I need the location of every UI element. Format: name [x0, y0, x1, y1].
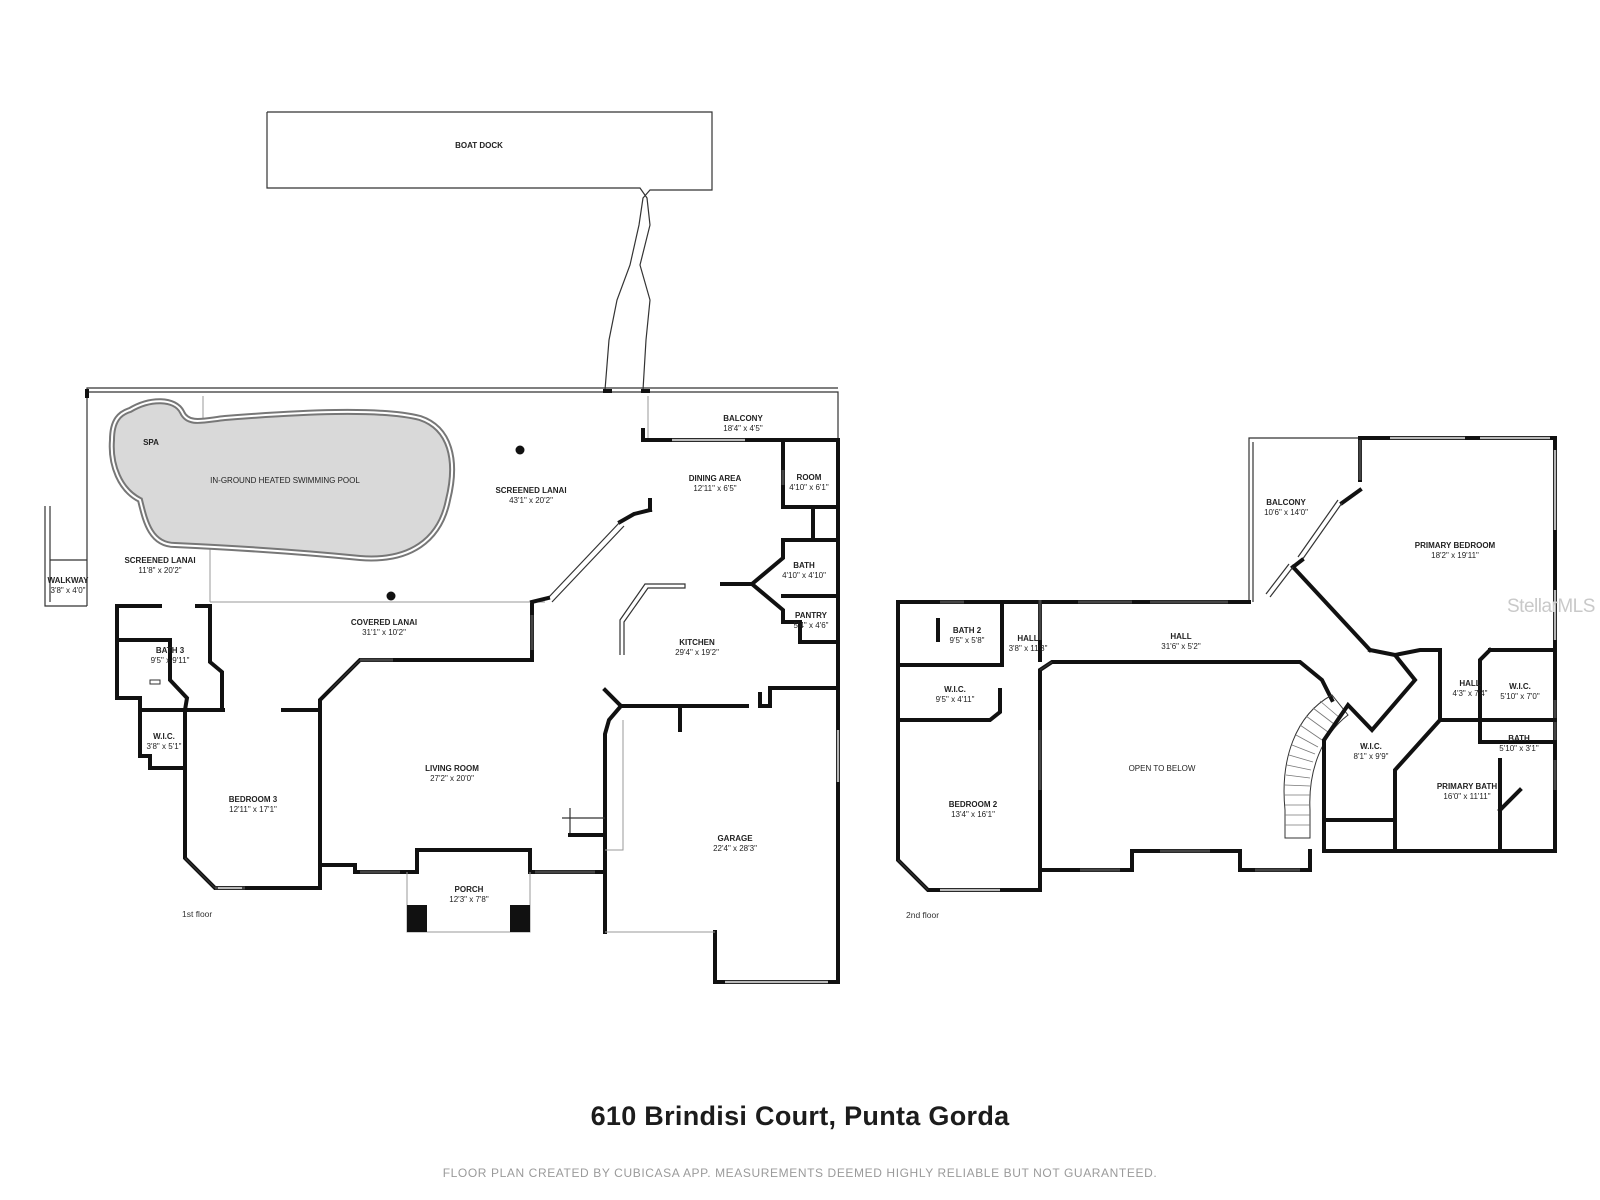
dim-bath-primary-small: 5'10" x 3'1" [1499, 744, 1539, 753]
label-wic-east: W.I.C. [1509, 682, 1531, 691]
dim-hall-small: 3'8" x 11'3" [1009, 644, 1048, 653]
label-primary-bath: PRIMARY BATH [1437, 782, 1498, 791]
dim-bath-3: 9'5" x 9'11" [151, 656, 190, 665]
dim-wic-west: 9'5" x 4'11" [936, 695, 975, 704]
label-bath-3: BATH 3 [156, 646, 185, 655]
label-bath-primary-small: BATH [1508, 734, 1530, 743]
first-floor-plan: BOAT DOCK SPA IN-GROUND HEATED SWIMMING … [44, 111, 840, 984]
label-hall-main: HALL [1170, 632, 1191, 641]
dim-primary-bath: 16'0" x 11'11" [1443, 792, 1490, 801]
dim-bedroom-2: 13'4" x 16'1" [951, 810, 995, 819]
label-garage: GARAGE [717, 834, 753, 843]
floor-1-label: 1st floor [182, 909, 212, 919]
dim-balcony-2: 10'6" x 14'0" [1264, 508, 1308, 517]
label-dining-area: DINING AREA [689, 474, 742, 483]
dim-kitchen: 29'4" x 19'2" [675, 648, 719, 657]
first-floor-walls [115, 428, 840, 984]
label-wic-west: W.I.C. [944, 685, 966, 694]
label-screened-lanai: SCREENED LANAI [495, 486, 566, 495]
property-address: 610 Brindisi Court, Punta Gorda [590, 1101, 1010, 1131]
label-porch: PORCH [455, 885, 484, 894]
label-screened-lanai-west: SCREENED LANAI [124, 556, 195, 565]
dim-screened-lanai-west: 11'8" x 20'2" [138, 566, 181, 575]
dim-bedroom-3: 12'11" x 17'1" [229, 805, 277, 814]
dim-living-room: 27'2" x 20'0" [430, 774, 474, 783]
dim-pantry: 5'4" x 4'6" [794, 621, 829, 630]
label-wic: W.I.C. [153, 732, 175, 741]
label-spa: SPA [143, 438, 159, 447]
label-balcony-2: BALCONY [1266, 498, 1306, 507]
second-floor-plan: BALCONY 10'6" x 14'0" PRIMARY BEDROOM 18… [896, 436, 1557, 920]
label-boat-dock: BOAT DOCK [455, 141, 503, 150]
dim-covered-lanai: 31'1" x 10'2" [362, 628, 406, 637]
dim-hall-main: 31'6" x 5'2" [1161, 642, 1201, 651]
label-bedroom-2: BEDROOM 2 [949, 800, 998, 809]
screen-enclosure [44, 387, 839, 607]
label-room: ROOM [797, 473, 822, 482]
dim-wic-east: 5'10" x 7'0" [1500, 692, 1540, 701]
label-open-to-below: OPEN TO BELOW [1129, 764, 1196, 773]
label-wic-mid: W.I.C. [1360, 742, 1382, 751]
floor-plan-disclaimer: FLOOR PLAN CREATED BY CUBICASA APP. MEAS… [442, 1166, 1158, 1180]
dim-wic-mid: 8'1" x 9'9" [1354, 752, 1389, 761]
label-bedroom-3: BEDROOM 3 [229, 795, 278, 804]
floor-2-label: 2nd floor [906, 910, 939, 920]
label-pool: IN-GROUND HEATED SWIMMING POOL [210, 476, 360, 485]
label-primary-bedroom: PRIMARY BEDROOM [1415, 541, 1496, 550]
dim-porch: 12'3" x 7'8" [449, 895, 489, 904]
label-living-room: LIVING ROOM [425, 764, 479, 773]
first-floor-labels: BOAT DOCK SPA IN-GROUND HEATED SWIMMING … [47, 141, 828, 919]
label-pantry: PANTRY [795, 611, 828, 620]
dim-garage: 22'4" x 28'3" [713, 844, 757, 853]
dim-room: 4'10" x 6'1" [789, 483, 829, 492]
dim-hall-east: 4'3" x 7'4" [1453, 689, 1488, 698]
dim-screened-lanai: 43'1" x 20'2" [509, 496, 553, 505]
label-balcony: BALCONY [723, 414, 763, 423]
lanai-post-2 [386, 591, 396, 601]
lanai-post-1 [515, 445, 525, 455]
second-floor-walls [896, 436, 1557, 892]
label-bath: BATH [793, 561, 815, 570]
label-walkway: WALKWAY [47, 576, 89, 585]
dim-bath: 4'10" x 4'10" [782, 571, 826, 580]
label-hall-east: HALL [1459, 679, 1480, 688]
dim-balcony: 18'4" x 4'5" [723, 424, 763, 433]
dim-bath-2: 9'5" x 5'8" [950, 636, 985, 645]
label-kitchen: KITCHEN [679, 638, 715, 647]
dim-primary-bedroom: 18'2" x 19'11" [1431, 551, 1479, 560]
dim-walkway: 3'8" x 4'0" [51, 586, 86, 595]
label-covered-lanai: COVERED LANAI [351, 618, 417, 627]
watermark: StellarMLS [1507, 596, 1595, 617]
label-bath-2: BATH 2 [953, 626, 982, 635]
label-hall-small: HALL [1017, 634, 1038, 643]
dim-wic: 3'8" x 5'1" [147, 742, 182, 751]
boat-dock-outline [266, 111, 713, 391]
dim-dining-area: 12'11" x 6'5" [693, 484, 736, 493]
second-floor-labels: BALCONY 10'6" x 14'0" PRIMARY BEDROOM 18… [906, 498, 1540, 920]
